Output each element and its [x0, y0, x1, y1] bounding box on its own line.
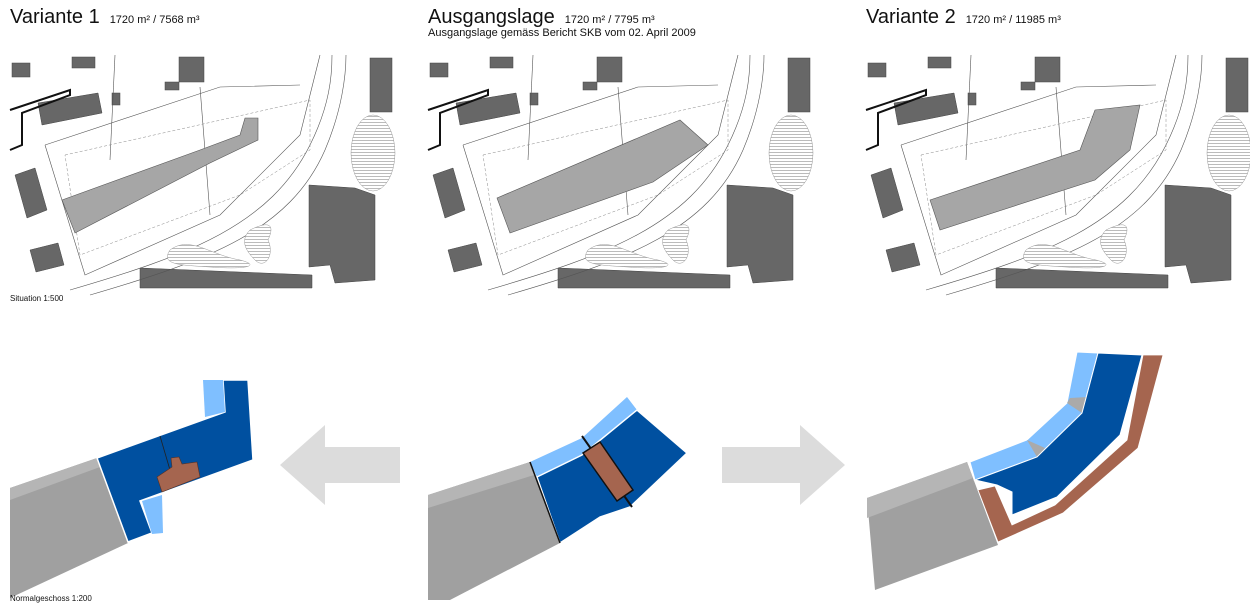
existing-slab	[10, 458, 128, 598]
building-slab	[61, 117, 259, 234]
floor-plan-ausgangslage	[428, 397, 689, 600]
area-ausgangslage: 1720 m² / 7795 m³	[564, 14, 655, 26]
balcony-area	[203, 380, 225, 417]
site-plan-ausgangslage	[427, 54, 814, 296]
apartment-area	[973, 352, 1143, 516]
building-slab	[496, 119, 709, 234]
arrow-left-icon	[280, 425, 400, 505]
core	[581, 440, 635, 503]
floor-scale-label: Normalgeschoss 1:200	[10, 594, 92, 603]
arrow-right-icon	[722, 425, 845, 505]
area-variante-1: 1720 m² / 7568 m³	[109, 14, 200, 26]
balcony-area	[142, 495, 163, 534]
site-plan-variante-2	[865, 54, 1250, 296]
core	[156, 456, 201, 493]
building-slab	[929, 104, 1141, 231]
situation-scale-label: Situation 1:500	[10, 294, 64, 303]
floor-plan-variante-1	[10, 379, 254, 598]
floor-plan-variante-2	[867, 351, 1164, 590]
subtitle-ausgangslage: Ausgangslage gemäss Bericht SKB vom 02. …	[428, 27, 696, 39]
area-variante-2: 1720 m² / 11985 m³	[965, 14, 1061, 26]
site-plan-variante-1	[9, 54, 396, 296]
core	[977, 354, 1164, 543]
